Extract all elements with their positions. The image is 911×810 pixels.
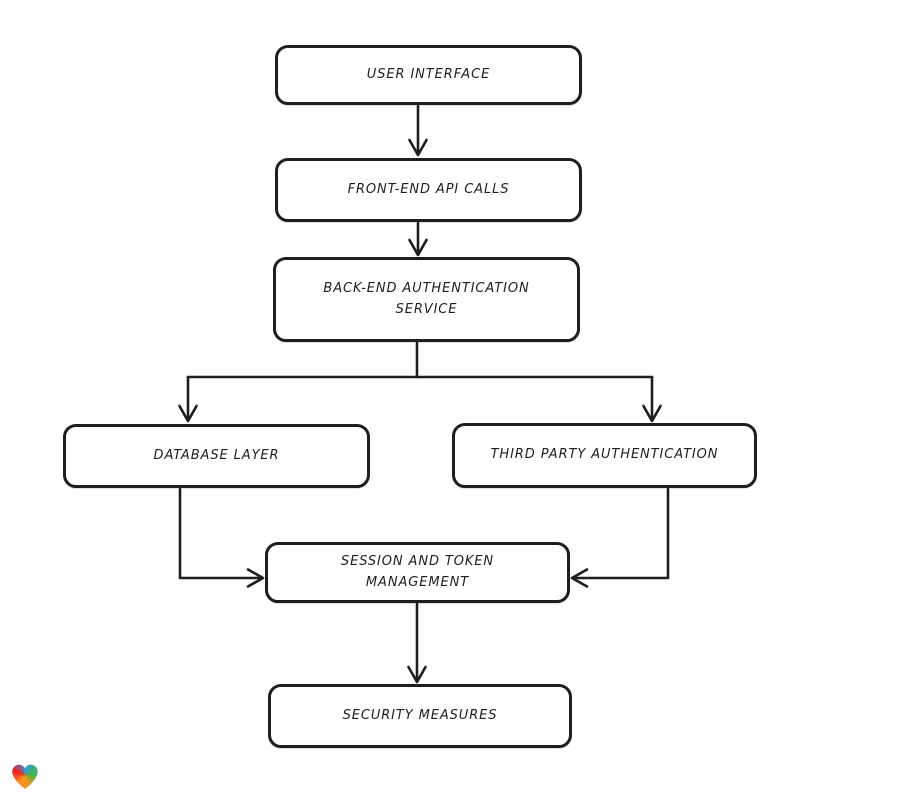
edge-front-end-api-calls-to-back-end-authentication-service <box>408 221 428 257</box>
node-session-and-token-management: SESSION AND TOKEN MANAGEMENT <box>265 542 570 603</box>
edge-database-layer-to-session-and-token-management <box>178 487 265 588</box>
node-front-end-api-calls: FRONT-END API CALLS <box>275 158 582 222</box>
edge-third-party-authentication-to-session-and-token-management <box>570 487 670 588</box>
edge-session-and-token-management-to-security-measures <box>407 602 427 684</box>
node-user-interface: USER INTERFACE <box>275 45 582 105</box>
node-third-party-authentication: THIRD PARTY AUTHENTICATION <box>452 423 757 488</box>
node-database-layer: DATABASE LAYER <box>63 424 370 488</box>
node-security-measures: SECURITY MEASURES <box>268 684 572 748</box>
node-back-end-authentication-service: BACK-END AUTHENTICATION SERVICE <box>273 257 580 342</box>
edge-back-end-authentication-service-branch <box>178 341 662 423</box>
edge-user-interface-to-front-end-api-calls <box>408 104 428 157</box>
